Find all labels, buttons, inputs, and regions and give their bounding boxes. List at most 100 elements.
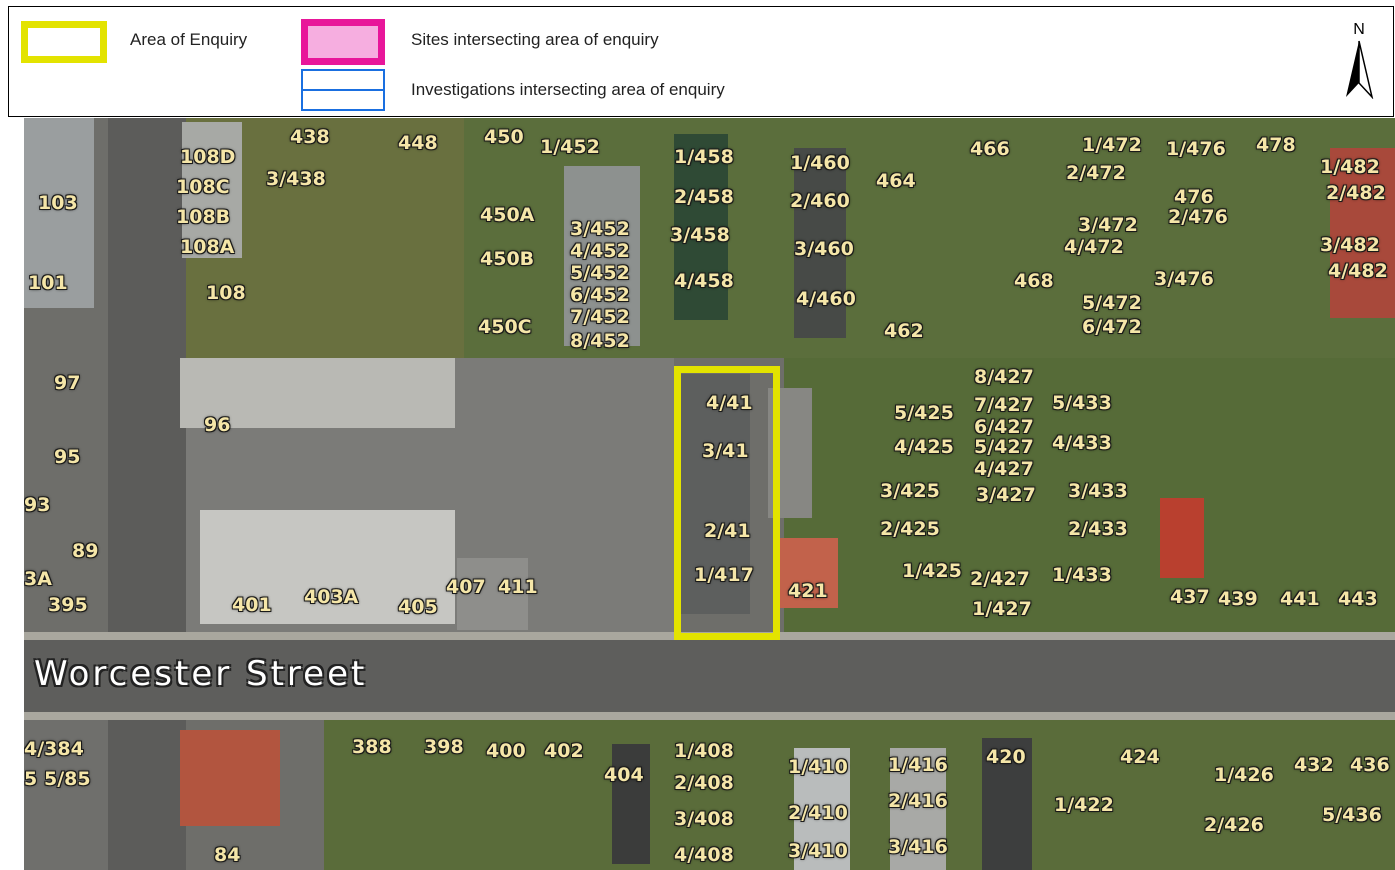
- property-label: 89: [72, 540, 99, 562]
- property-label: 424: [1120, 746, 1160, 768]
- building-103: [24, 118, 94, 308]
- property-label: 3/41: [702, 440, 749, 462]
- building-407-411: [457, 558, 528, 630]
- property-label: 438: [290, 126, 330, 148]
- legend-area-of-enquiry-label: Area of Enquiry: [130, 30, 248, 49]
- property-label: 108D: [180, 146, 236, 168]
- aerial-map[interactable]: 438 448 450 1/452 1/458 1/460 466 1/472 …: [24, 118, 1395, 870]
- property-label: 5/85: [44, 768, 91, 790]
- building-401-405: [200, 510, 455, 624]
- property-label: 1/433: [1052, 564, 1112, 586]
- property-label: 2/410: [788, 802, 848, 824]
- property-label: 3/482: [1320, 234, 1380, 256]
- property-label: 2/472: [1066, 162, 1126, 184]
- building-416: [890, 748, 946, 870]
- property-label: 84: [214, 844, 241, 866]
- property-label: 6/427: [974, 416, 1034, 438]
- building-84: [180, 730, 280, 826]
- building-460: [794, 148, 846, 338]
- property-label: 441: [1280, 588, 1320, 610]
- property-label: 4/452: [570, 240, 630, 262]
- property-label: 5/436: [1322, 804, 1382, 826]
- building-96: [180, 358, 455, 428]
- property-label: 1/427: [972, 598, 1032, 620]
- property-label: 1/422: [1054, 794, 1114, 816]
- north-label: N: [1353, 21, 1365, 38]
- property-label: 5/452: [570, 262, 630, 284]
- property-label: 2/408: [674, 772, 734, 794]
- property-label: 1/425: [902, 560, 962, 582]
- property-label: 2/426: [1204, 814, 1264, 836]
- property-label: 466: [970, 138, 1010, 160]
- property-label: 437: [1170, 586, 1210, 608]
- area-of-enquiry-swatch: [21, 21, 107, 63]
- property-label: 2/460: [790, 190, 850, 212]
- property-label: 108C: [176, 176, 230, 198]
- property-label: 450A: [480, 204, 535, 226]
- property-label: 464: [876, 170, 916, 192]
- legend-investigations-label: Investigations intersecting area of enqu…: [411, 80, 725, 99]
- residential-area-south: [324, 720, 1395, 870]
- building-417-units: [680, 374, 750, 614]
- property-label: 3/452: [570, 218, 630, 240]
- property-label: 420: [986, 746, 1026, 768]
- property-label: 101: [28, 272, 68, 294]
- property-label: 388: [352, 736, 392, 758]
- property-label: 1/426: [1214, 764, 1274, 786]
- property-label: 3/476: [1154, 268, 1214, 290]
- property-label: 450: [484, 126, 524, 148]
- property-label: 3/458: [670, 224, 730, 246]
- residential-area-southwest: [24, 720, 108, 870]
- property-label: 432: [1294, 754, 1334, 776]
- property-label: 97: [54, 372, 81, 394]
- property-label: 108: [206, 282, 246, 304]
- building-437: [1160, 498, 1204, 578]
- property-label: 2/482: [1326, 182, 1386, 204]
- property-label: 4/460: [796, 288, 856, 310]
- property-label: 401: [232, 594, 272, 616]
- property-label: 1/408: [674, 740, 734, 762]
- property-label: 400: [486, 740, 526, 762]
- building-421: [776, 538, 838, 608]
- property-label: 4/425: [894, 436, 954, 458]
- property-label: 4/427: [974, 458, 1034, 480]
- street-name-label: Worcester Street: [34, 654, 368, 694]
- property-label: 1/482: [1320, 156, 1380, 178]
- north-arrow-icon: [1346, 40, 1374, 100]
- area-of-enquiry-boundary[interactable]: [674, 366, 780, 640]
- property-label: 3/408: [674, 808, 734, 830]
- property-label: 395: [48, 594, 88, 616]
- property-label: 103: [38, 192, 78, 214]
- property-label: 8/452: [570, 330, 630, 352]
- property-label: 448: [398, 132, 438, 154]
- property-label: 1/410: [788, 756, 848, 778]
- property-label: 476: [1174, 186, 1214, 208]
- property-label: 436: [1350, 754, 1390, 776]
- property-label: 2/458: [674, 186, 734, 208]
- property-label: 5: [24, 768, 38, 790]
- map-legend: Area of Enquiry Sites intersecting area …: [8, 6, 1394, 117]
- property-label: 3/427: [976, 484, 1036, 506]
- property-label: 3/410: [788, 840, 848, 862]
- property-label: 402: [544, 740, 584, 762]
- property-label: 7/452: [570, 306, 630, 328]
- property-label: 2/433: [1068, 518, 1128, 540]
- property-label: 411: [498, 576, 538, 598]
- property-label: 3/438: [266, 168, 326, 190]
- property-label: 398: [424, 736, 464, 758]
- property-label: 421: [788, 580, 828, 602]
- property-label: 1/452: [540, 136, 600, 158]
- footpath-south: [24, 712, 1395, 720]
- property-label: 3/425: [880, 480, 940, 502]
- property-label: 403A: [304, 586, 359, 608]
- building-108: [182, 122, 242, 258]
- property-label: 108A: [180, 236, 235, 258]
- investigations-swatch: [301, 69, 385, 111]
- property-label: 478: [1256, 134, 1296, 156]
- residential-area-east: [784, 358, 1395, 632]
- building-410: [794, 748, 850, 870]
- property-label: 2/425: [880, 518, 940, 540]
- property-label: 4/384: [24, 738, 84, 760]
- property-label: 468: [1014, 270, 1054, 292]
